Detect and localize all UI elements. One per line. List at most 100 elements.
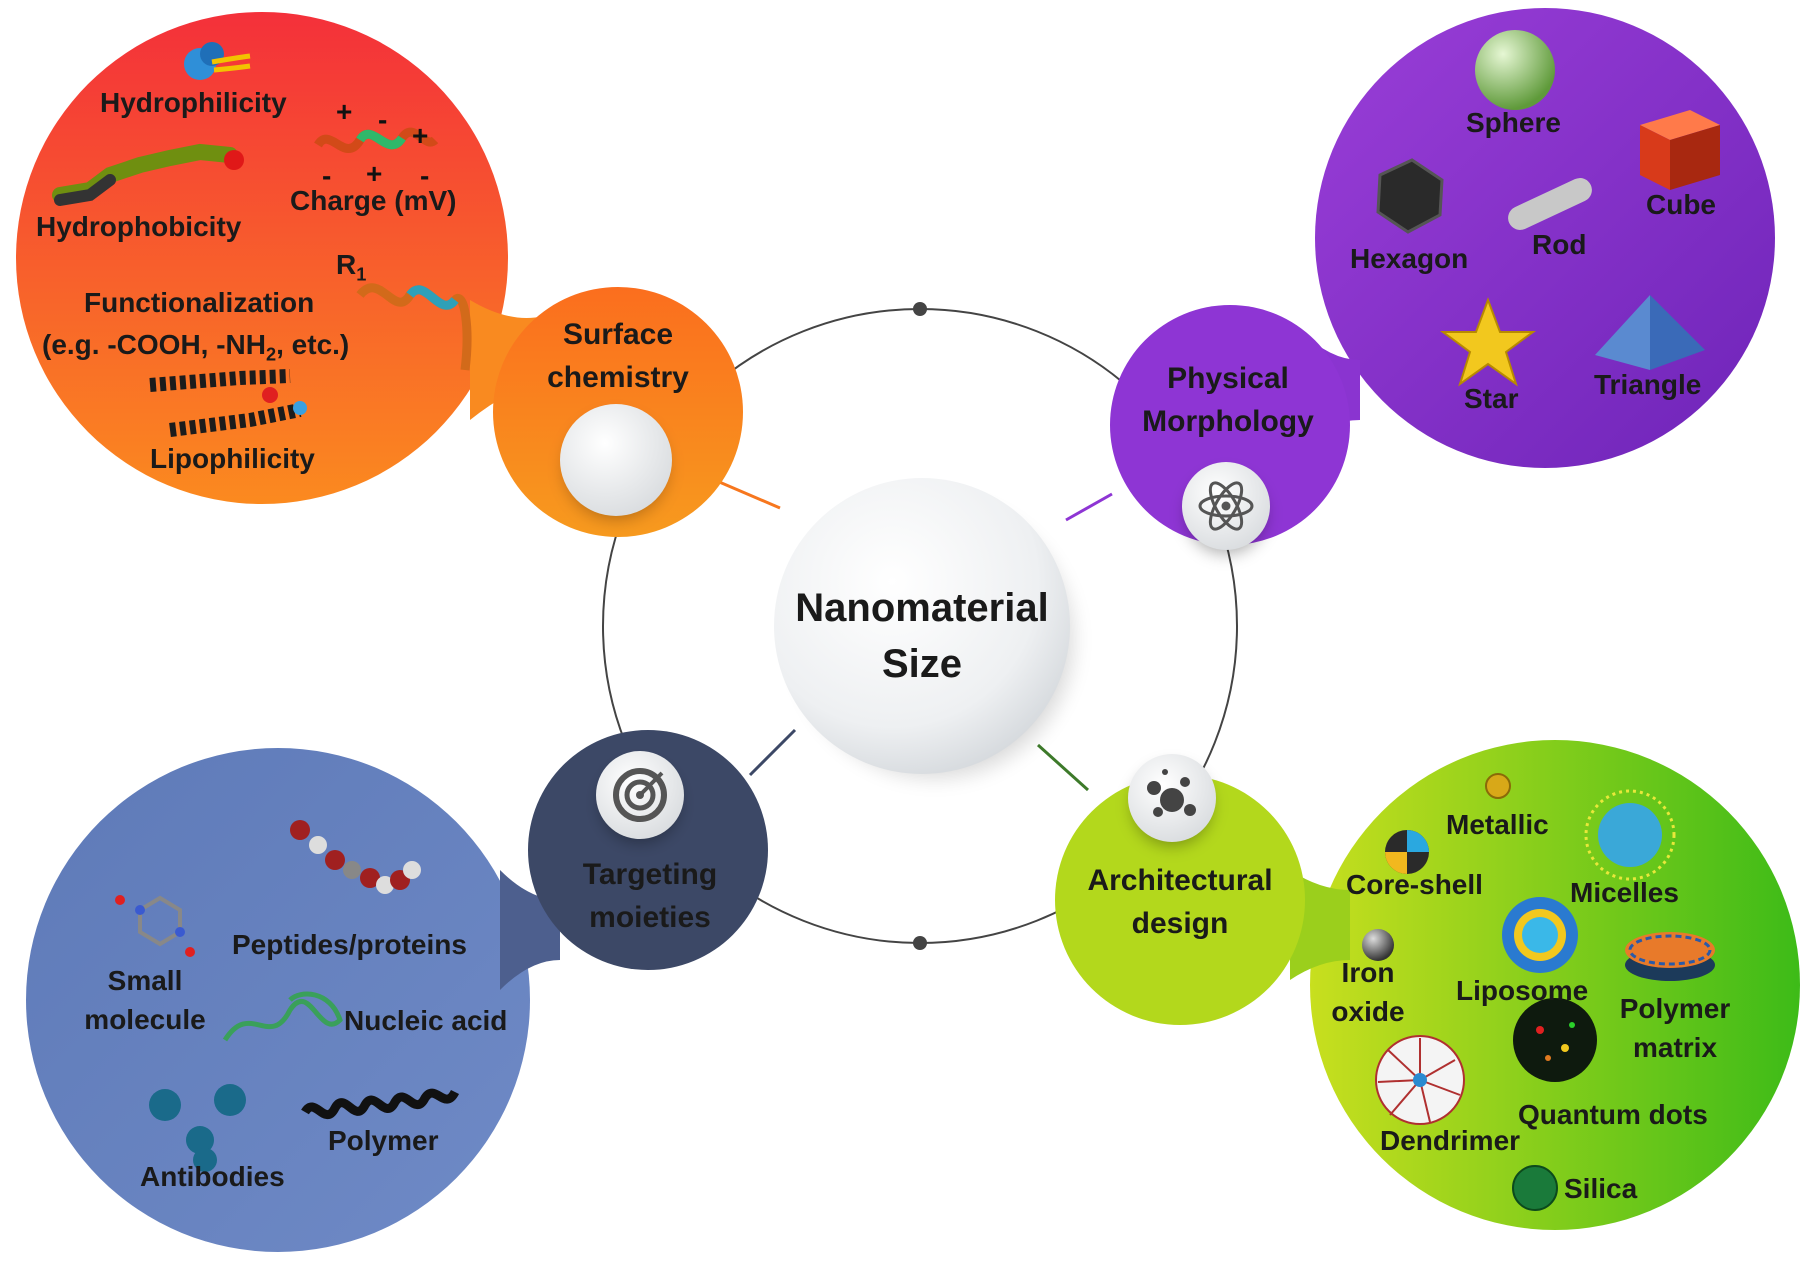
spoke-surface	[709, 476, 781, 510]
spoke-architecture	[1036, 743, 1090, 792]
polymer-helix-icon	[301, 1088, 460, 1120]
triangle-icon	[1595, 295, 1705, 370]
star-label: Star	[1464, 383, 1519, 414]
surface-title-line2: chemistry	[547, 361, 689, 394]
surface-title-line1: Surface	[562, 318, 674, 351]
functionalization-example-sub: 2	[266, 344, 277, 365]
morphology-title-line1: Physical	[1167, 362, 1289, 395]
dendrimer-icon	[1375, 1035, 1465, 1125]
peptides-proteins-label: Peptides/proteins	[232, 929, 467, 960]
hexagon-label: Hexagon	[1350, 243, 1469, 274]
targeting-title-line1: Targeting	[582, 858, 718, 891]
architecture-node	[1055, 775, 1305, 1025]
small-molecule-icon	[115, 895, 195, 957]
particles-icon	[1147, 769, 1196, 817]
physical-morphology-group	[1110, 8, 1775, 562]
nucleic-acid-icon	[222, 991, 343, 1042]
atom-icon	[1198, 481, 1254, 531]
surface-outer-bubble	[16, 12, 508, 504]
silica-icon	[1512, 1165, 1558, 1211]
sphere-label: Sphere	[1466, 107, 1561, 138]
ring-dot-top	[913, 302, 927, 316]
iron-oxide-icon	[1362, 929, 1394, 961]
micelles-icon	[1584, 789, 1676, 881]
charge-label: Charge (mV)	[290, 185, 457, 216]
architecture-title-line1: Architectural	[1087, 864, 1273, 897]
charge-sign: +	[366, 158, 383, 189]
core-shell-icon	[1385, 830, 1429, 874]
rod-label: Rod	[1532, 229, 1587, 260]
surface-white-disc	[560, 404, 672, 516]
lipophilicity-label: Lipophilicity	[150, 443, 315, 474]
center-title-line1: Nanomaterial	[795, 586, 1049, 630]
surface-chemistry-group	[16, 12, 743, 537]
functionalization-helix-icon	[356, 283, 472, 371]
hydrophilicity-icon	[184, 42, 251, 80]
cube-label: Cube	[1646, 189, 1716, 220]
antibodies-icon	[149, 1084, 246, 1172]
rod-icon	[1508, 178, 1592, 230]
iron-oxide-line1: Iron	[1341, 957, 1395, 988]
quantum-dots-icon	[1513, 998, 1597, 1082]
liposome-label: Liposome	[1456, 975, 1589, 1006]
morphology-node	[1110, 305, 1350, 545]
cube-icon	[1640, 110, 1720, 190]
morphology-title: Physical Morphology	[1118, 362, 1338, 438]
star-icon	[1439, 297, 1537, 387]
lipophilicity-icon	[149, 369, 307, 437]
peptides-proteins-icon	[290, 820, 421, 894]
polymer-matrix-line1: Polymer	[1619, 993, 1731, 1024]
metallic-icon	[1485, 773, 1511, 799]
hydrophobicity-label: Hydrophobicity	[36, 211, 242, 242]
small-molecule-line1: Small	[107, 965, 183, 996]
core-shell-label: Core-shell	[1346, 869, 1483, 900]
functionalization-example-b: , etc.)	[276, 329, 350, 360]
hexagon-icon	[1376, 158, 1444, 234]
charge-helix-icon	[314, 127, 439, 153]
polymer-matrix-label: Polymer matrix	[1610, 993, 1740, 1064]
charge-sign: -	[378, 104, 388, 135]
quantum-dots-label: Quantum dots	[1518, 1099, 1708, 1130]
hydrophobicity-icon	[52, 143, 244, 206]
liposome-icon	[1502, 897, 1578, 973]
charge-sign: -	[322, 160, 332, 191]
small-molecule-line2: molecule	[84, 1003, 206, 1035]
functionalization-example-a: (e.g. -COOH, -NH	[42, 329, 266, 360]
dendrimer-label: Dendrimer	[1380, 1125, 1521, 1156]
r1-label: R1	[336, 249, 367, 285]
functionalization-label: Functionalization	[84, 287, 315, 318]
surface-title: Surface chemistry	[508, 318, 728, 394]
architectural-design-group	[1055, 740, 1800, 1230]
silica-label: Silica	[1564, 1173, 1638, 1204]
charge-sign: +	[412, 120, 429, 151]
hydrophilicity-label: Hydrophilicity	[100, 87, 287, 118]
polymer-matrix-line2: matrix	[1632, 1031, 1718, 1063]
center-hub	[774, 478, 1070, 774]
polymer-matrix-icon	[1625, 932, 1715, 981]
center-title-line2: Size	[881, 642, 963, 686]
targeting-title: Targeting moieties	[540, 858, 760, 934]
antibodies-label: Antibodies	[140, 1161, 285, 1192]
metallic-label: Metallic	[1446, 809, 1549, 840]
charge-sign: +	[336, 96, 353, 127]
center-title: Nanomaterial Size	[762, 580, 1082, 692]
nucleic-acid-label: Nucleic acid	[344, 1005, 508, 1036]
functionalization-example: (e.g. -COOH, -NH2, etc.)	[42, 329, 350, 365]
polymer-label: Polymer	[328, 1125, 439, 1156]
sphere-icon	[1475, 30, 1555, 110]
architecture-title-line2: design	[1131, 907, 1229, 940]
spoke-morphology	[1065, 492, 1113, 522]
targeting-title-line2: moieties	[589, 901, 711, 934]
triangle-label: Triangle	[1594, 369, 1702, 400]
spoke-targeting	[748, 728, 797, 777]
architecture-title: Architectural design	[1060, 864, 1300, 940]
target-icon	[613, 768, 667, 822]
r1-subscript: 1	[356, 264, 367, 285]
iron-oxide-line2: oxide	[1331, 995, 1405, 1027]
r1-text: R	[336, 249, 357, 280]
micelles-label: Micelles	[1570, 877, 1679, 908]
small-molecule-label: Small molecule	[70, 965, 220, 1036]
morphology-title-line2: Morphology	[1142, 405, 1314, 438]
iron-oxide-label: Iron oxide	[1326, 957, 1410, 1028]
